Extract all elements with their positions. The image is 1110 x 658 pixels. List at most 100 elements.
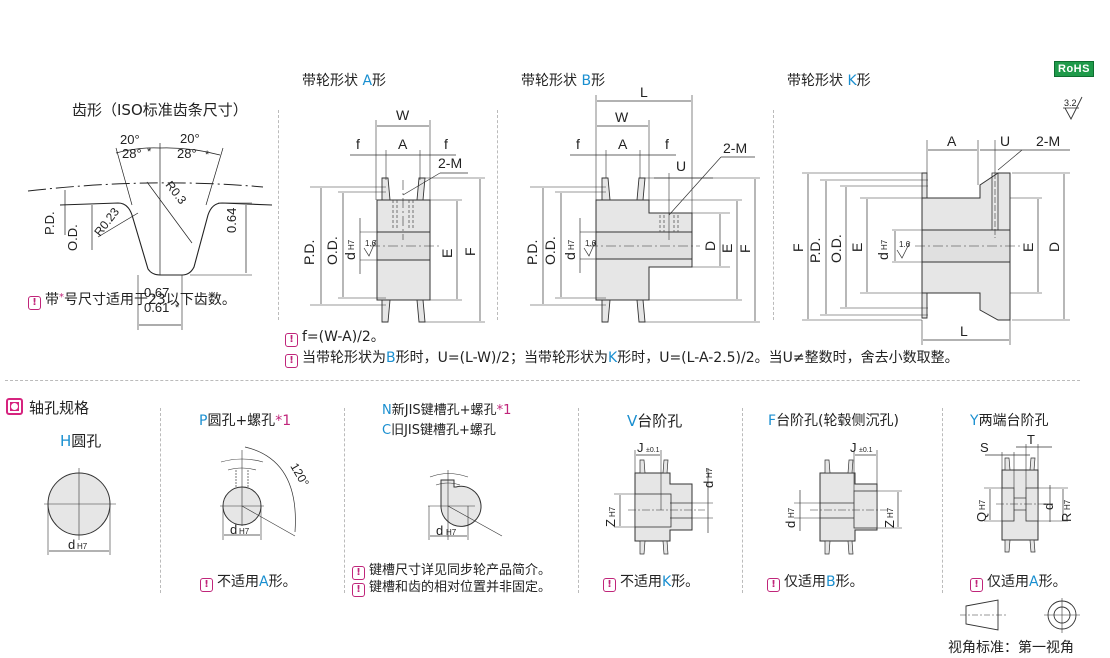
svg-text:d: d — [875, 252, 891, 260]
svg-text:H7: H7 — [880, 239, 889, 250]
svg-text:Z: Z — [882, 520, 897, 528]
svg-text:D: D — [1046, 242, 1062, 252]
svg-text:2-M: 2-M — [723, 140, 747, 156]
tooth-profile-diagram: 20° 28° * 20° 28° * P.D. O.D. R0.23 R0.3… — [27, 131, 273, 330]
svg-text:f: f — [444, 136, 448, 152]
svg-text:d: d — [701, 481, 716, 488]
svg-text:P.D.: P.D. — [301, 240, 317, 265]
svg-text:S: S — [980, 440, 989, 455]
svg-text:T: T — [1027, 432, 1035, 447]
divider — [497, 110, 498, 320]
svg-text:E: E — [1020, 243, 1036, 252]
tooth-profile-title: 齿形（ISO标准齿条尺寸） — [72, 101, 248, 119]
svg-text:H7: H7 — [1063, 499, 1072, 510]
divider — [344, 408, 345, 593]
svg-text:O.D.: O.D. — [828, 234, 844, 263]
section-marker-icon — [6, 398, 23, 415]
svg-text:d: d — [68, 537, 75, 552]
bore-f-diagram: J ±0.1 d H7 Z H7 — [783, 440, 902, 555]
bore-v-note: !不适用K形。 — [603, 571, 699, 592]
bore-v-title: V台阶孔 — [627, 412, 683, 430]
divider — [942, 408, 943, 593]
shape-k-diagram: A U 2-M F P.D. O.D. E d H7 1.6 E D L — [790, 133, 1070, 345]
svg-text:3.2: 3.2 — [1064, 98, 1077, 108]
bore-p-diagram: 120° d H7 — [220, 446, 312, 540]
svg-text:H7: H7 — [567, 239, 576, 250]
svg-text:A: A — [618, 136, 628, 152]
bore-y-title: Y两端台阶孔 — [970, 413, 1049, 429]
warning-icon: ! — [352, 583, 365, 597]
svg-text:f: f — [576, 136, 580, 152]
svg-text:2-M: 2-M — [438, 155, 462, 171]
bore-h-diagram: d H7 — [44, 468, 116, 555]
svg-text:d: d — [1041, 503, 1056, 510]
svg-text:0.67: 0.67 — [144, 285, 169, 300]
svg-text:U: U — [676, 158, 686, 174]
svg-text:±0.1: ±0.1 — [646, 447, 660, 454]
svg-text:H7: H7 — [886, 507, 895, 518]
svg-text:120°: 120° — [287, 461, 312, 490]
divider — [578, 408, 579, 593]
bore-y-diagram: S T Q H7 d R H7 — [974, 432, 1074, 553]
svg-text:f: f — [356, 136, 360, 152]
svg-text:d: d — [436, 523, 443, 538]
rohs-badge: RoHS — [1054, 61, 1094, 77]
svg-text:*: * — [147, 146, 152, 158]
svg-text:F: F — [462, 247, 478, 256]
svg-text:E: E — [719, 244, 735, 253]
divider — [742, 408, 743, 593]
warning-icon: ! — [28, 296, 41, 310]
bore-f-title: F台阶孔(轮毂侧沉孔) — [768, 413, 899, 429]
svg-text:28°: 28° — [122, 146, 142, 161]
svg-text:D: D — [702, 241, 718, 251]
bore-h-title: H圆孔 — [60, 432, 102, 450]
shape-a-diagram: W A f f 2-M P.D. O.D. d H7 1.6 E F — [301, 107, 485, 323]
svg-text:0.64: 0.64 — [224, 208, 239, 233]
tooth-profile-note: !带*号尺寸适用于23以下齿数。 — [28, 289, 236, 310]
svg-text:H7: H7 — [347, 239, 356, 250]
shape-a-title: 带轮形状 A形 — [302, 73, 387, 89]
svg-text:20°: 20° — [180, 131, 200, 146]
svg-text:20°: 20° — [120, 132, 140, 147]
svg-text:H7: H7 — [239, 527, 250, 536]
first-angle-projection-icon — [960, 598, 1080, 633]
projection-label: 视角标准：第一视角 — [948, 640, 1074, 656]
bore-n-title: N新JIS键槽孔+螺孔*1 — [382, 403, 512, 418]
svg-text:d: d — [342, 252, 358, 260]
svg-text:A: A — [947, 133, 957, 149]
svg-text:F: F — [737, 244, 753, 253]
svg-text:P.D.: P.D. — [807, 238, 823, 263]
svg-text:H7: H7 — [608, 506, 617, 517]
svg-text:*: * — [205, 149, 210, 161]
svg-text:f: f — [665, 136, 669, 152]
svg-text:A: A — [398, 136, 408, 152]
svg-text:1.6: 1.6 — [365, 239, 377, 248]
bore-p-note: !不适用A形。 — [200, 571, 297, 592]
svg-text:±0.1: ±0.1 — [859, 447, 873, 454]
shape-k-title: 带轮形状 K形 — [787, 73, 871, 89]
svg-text:U: U — [1000, 133, 1010, 149]
svg-text:2-M: 2-M — [1036, 133, 1060, 149]
svg-text:O.D.: O.D. — [324, 236, 340, 265]
bore-n-diagram: d H7 — [428, 470, 503, 540]
svg-text:L: L — [960, 323, 968, 339]
svg-text:d: d — [230, 522, 237, 537]
svg-text:H7: H7 — [446, 528, 457, 537]
svg-text:W: W — [615, 109, 629, 125]
svg-text:L: L — [640, 84, 648, 100]
svg-text:28°: 28° — [177, 146, 197, 161]
warning-icon: ! — [352, 566, 365, 580]
surface-roughness-symbol: 3.2 — [1063, 96, 1083, 120]
bore-y-note: !仅适用A形。 — [970, 571, 1067, 592]
warning-icon: ! — [285, 354, 298, 368]
svg-text:Z: Z — [603, 519, 618, 527]
svg-text:F: F — [790, 243, 806, 252]
svg-text:J: J — [850, 440, 857, 455]
warning-icon: ! — [200, 578, 213, 592]
svg-text:R: R — [1059, 513, 1074, 522]
divider — [160, 408, 161, 593]
shape-b-diagram: L W A f f U 2-M P.D. O.D. d H7 1.6 D E F — [524, 84, 760, 323]
svg-text:W: W — [396, 107, 410, 123]
divider — [278, 110, 279, 320]
svg-text:J: J — [637, 440, 644, 455]
